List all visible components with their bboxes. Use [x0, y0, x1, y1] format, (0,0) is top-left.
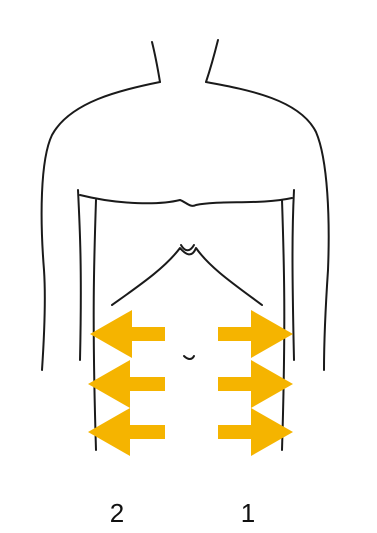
chest-line — [80, 195, 292, 206]
label-right: 1 — [233, 500, 263, 526]
torso-right-side — [282, 200, 284, 450]
right-arm-inner — [293, 190, 295, 360]
arrow-right-1 — [218, 310, 293, 358]
navel — [184, 356, 194, 359]
torso-outline — [42, 40, 329, 450]
label-left: 2 — [102, 500, 132, 526]
torso-left-side — [94, 200, 96, 450]
rib-cage-line — [112, 248, 262, 305]
arrow-left-3 — [88, 408, 165, 456]
arrow-group — [88, 310, 293, 456]
left-arm-inner — [78, 190, 81, 360]
arrow-left-1 — [90, 310, 165, 358]
arrow-right-2 — [218, 360, 293, 408]
sternum-tip — [181, 245, 194, 250]
arrow-left-2 — [88, 360, 165, 408]
neck-left-line — [152, 42, 160, 82]
left-shoulder-arm — [42, 82, 160, 370]
neck-right-line — [206, 40, 218, 82]
